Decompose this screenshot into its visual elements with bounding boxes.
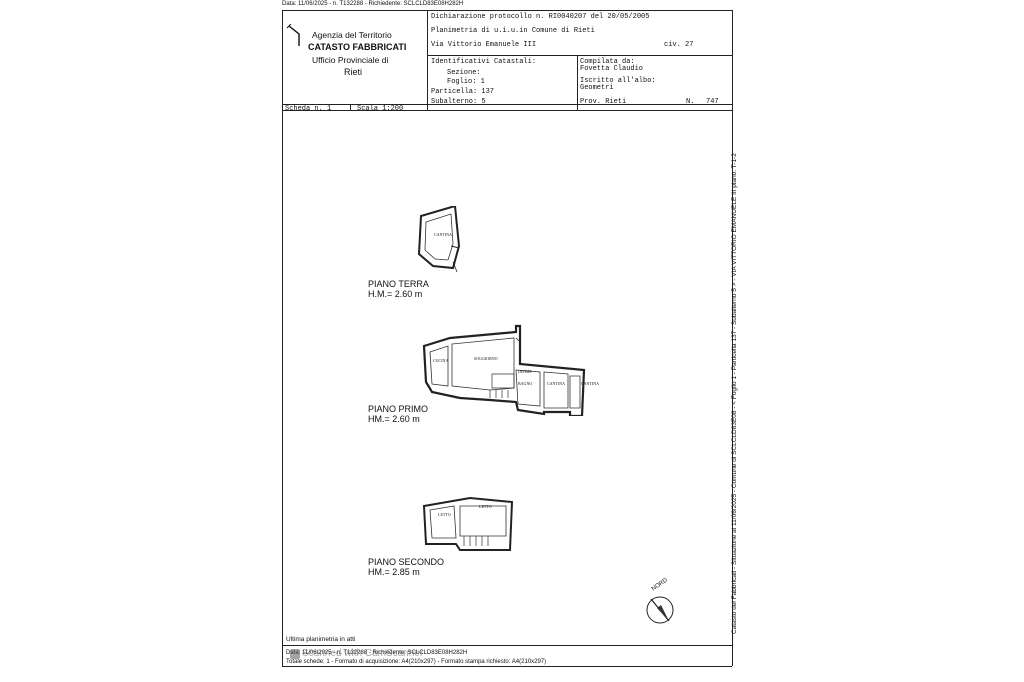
- floor-name-ground: PIANO TERRA: [368, 279, 429, 289]
- agency-name: Agenzia del Territorio: [312, 30, 392, 40]
- ufficio-label: Ufficio Provinciale di: [312, 55, 389, 65]
- iscritto-label: Iscritto all'albo:: [580, 77, 656, 85]
- particella: Particella: 137: [431, 88, 495, 96]
- albo-value: Geometri: [580, 84, 614, 92]
- compilata-name: Fovetta Claudio: [580, 65, 644, 73]
- ufficio-city: Rieti: [344, 67, 363, 77]
- floor-name-second: PIANO SECONDO: [368, 557, 445, 567]
- north-arrow-icon: [646, 596, 674, 624]
- floor-height-second: HM.= 2.85 m: [368, 567, 420, 577]
- room-label: SOGGIORNO: [474, 356, 498, 361]
- foglio: Foglio: 1: [447, 78, 485, 86]
- north-label: NORD: [650, 577, 669, 593]
- compilata-label: Compilata da:: [580, 58, 635, 66]
- floor-height-first: HM.= 2.60 m: [368, 414, 420, 424]
- civic-number: civ. 27: [664, 41, 694, 49]
- catasto-title: CATASTO FABBRICATI: [308, 42, 407, 52]
- dichiarazione: Dichiarazione protocollo n. RI0040207 de…: [431, 13, 650, 21]
- floor-plan-ground: [417, 206, 461, 273]
- sezione: Sezione:: [447, 69, 481, 77]
- provincia: Prov. Rieti: [580, 98, 627, 106]
- scale: Scala 1:200: [357, 105, 404, 113]
- side-vertical-text: Catasto dei Fabbricati - Situazione al 1…: [731, 153, 741, 634]
- camscanner-logo-icon: [290, 649, 300, 659]
- footer-data-line: Data: 11/06/2025 - n. T132288 - Richiede…: [286, 650, 468, 656]
- floor-height-ground: H.M.= 2.60 m: [368, 289, 423, 299]
- room-label: LETTO: [479, 504, 492, 509]
- albo-number: 747: [706, 98, 719, 106]
- floor-plan-first: [422, 324, 586, 416]
- scanner-watermark: Scanned with CamScanner: [302, 648, 424, 659]
- scheda-number: Scheda n. 1: [285, 105, 332, 113]
- room-label: CANTINA: [434, 232, 452, 237]
- identificativi-title: Identificativi Catastali:: [431, 58, 537, 66]
- room-label: DISIMP.: [518, 369, 533, 374]
- room-label: LETTO: [438, 512, 451, 517]
- cadastral-document: Data: 11/06/2025 - n. T132288 - Richiede…: [282, 0, 752, 682]
- albo-n-label: N.: [686, 98, 695, 106]
- address: Via Vittorio Emanuele III: [431, 41, 537, 49]
- planimetria-line: Planimetria di u.i.u.in Comune di Rieti: [431, 27, 595, 35]
- room-label: CANTINA: [547, 381, 565, 386]
- floor-plan-second: [422, 496, 514, 551]
- room-label: CUCINA: [433, 358, 449, 363]
- footer-totale: Totale schede: 1 - Formato di acquisizio…: [286, 659, 547, 665]
- room-label: BAGNO: [518, 381, 533, 386]
- subalterno: Subalterno: 5: [431, 98, 486, 106]
- floor-name-first: PIANO PRIMO: [368, 404, 429, 414]
- side-text: Catasto dei Fabbricati - Situazione al 1…: [731, 153, 738, 634]
- top-request-line: Data: 11/06/2025 - n. T132288 - Richiede…: [282, 1, 464, 7]
- room-label: CANTINA: [581, 381, 599, 386]
- ultima-planimetria: Ultima planimetria in atti: [286, 636, 356, 643]
